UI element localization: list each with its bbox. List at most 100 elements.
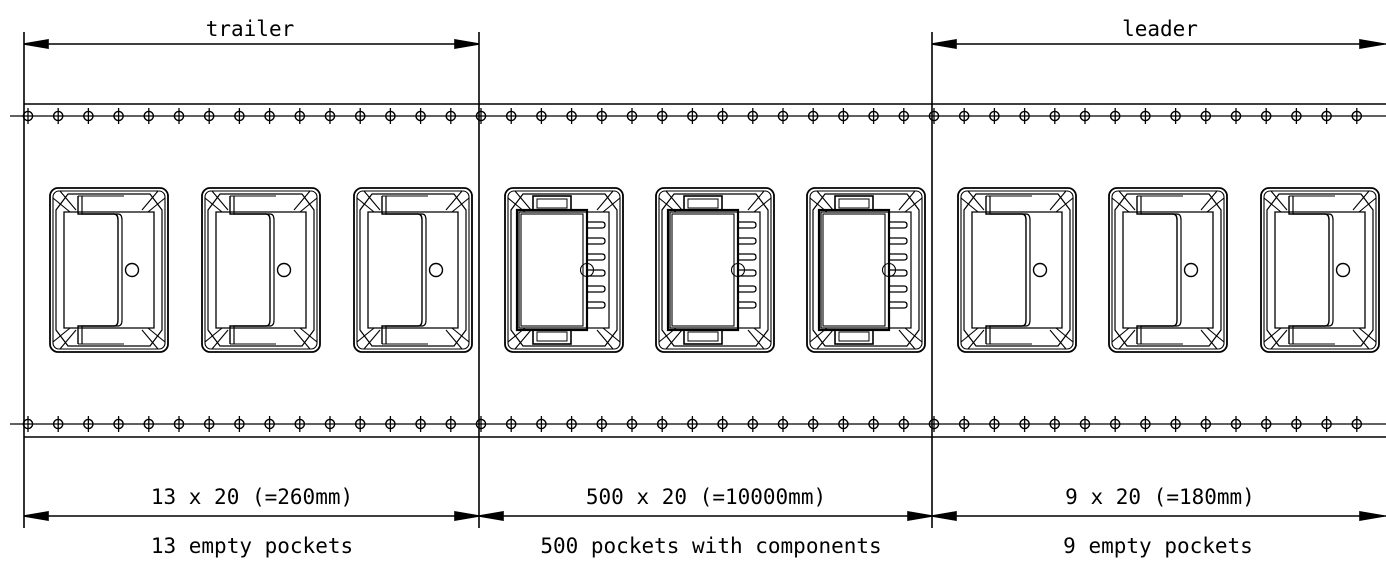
bottom-sprocket-hole <box>687 416 698 432</box>
top-sprocket-hole <box>777 108 789 124</box>
bottom-sprocket-hole <box>1200 416 1212 432</box>
bottom-sprocket-hole <box>475 416 487 432</box>
components-description: 500 pockets with components <box>540 534 881 558</box>
top-sprocket-hole <box>898 108 910 124</box>
bottom-sprocket-hole <box>868 416 879 432</box>
bottom-sprocket-hole <box>415 416 426 432</box>
bottom-sprocket-hole <box>83 416 94 432</box>
top-sprocket-hole <box>1351 108 1363 124</box>
empty-pocket <box>353 187 473 353</box>
trailer-pitch-formula: 13 x 20 (=260mm) <box>151 485 353 509</box>
top-sprocket-hole <box>868 108 879 124</box>
trailer-arrow-right <box>454 39 480 49</box>
pocket-with-component <box>806 187 926 353</box>
bottom-sprocket-hole <box>505 416 517 432</box>
bottom-sprocket-hole <box>173 416 185 432</box>
top-sprocket-hole <box>1049 108 1061 124</box>
top-sprocket-hole <box>173 108 185 124</box>
pockets <box>49 187 1380 353</box>
bottom-sprocket-hole <box>143 416 155 432</box>
bottom-sprocket-hole <box>1019 416 1030 432</box>
top-sprocket-hole <box>807 108 819 124</box>
empty-pocket <box>1260 187 1380 353</box>
bottom-sprocket-hole <box>989 416 1000 432</box>
bottom-sprocket-hole <box>1260 416 1272 432</box>
sprocket-holes-top <box>22 108 1363 124</box>
bottom-sprocket-hole <box>928 416 940 432</box>
bottom-sprocket-hole <box>234 416 245 432</box>
pocket-with-component <box>655 187 775 353</box>
top-sprocket-hole <box>385 108 396 124</box>
top-sprocket-hole <box>264 108 275 124</box>
top-sprocket-hole <box>354 108 366 124</box>
bottom-sprocket-hole <box>324 416 336 432</box>
top-sprocket-hole <box>22 108 34 124</box>
bottom-sprocket-hole <box>1140 416 1151 432</box>
bottom-arrow-1-left <box>23 511 49 521</box>
bottom-arrow-2-right <box>907 511 933 521</box>
top-sprocket-hole <box>1321 108 1332 124</box>
top-sprocket-hole <box>656 108 668 124</box>
bottom-sprocket-hole <box>656 416 668 432</box>
trailer-label: trailer <box>206 17 295 41</box>
bottom-sprocket-hole <box>113 416 124 432</box>
bottom-sprocket-hole <box>1109 416 1121 432</box>
trailer-arrow-left <box>23 39 49 49</box>
top-sprocket-hole <box>294 108 306 124</box>
top-sprocket-hole <box>1260 108 1272 124</box>
sprocket-holes-bottom <box>22 416 1363 432</box>
top-sprocket-hole <box>596 108 608 124</box>
bottom-sprocket-hole <box>777 416 789 432</box>
top-sprocket-hole <box>928 108 940 124</box>
top-sprocket-hole <box>958 108 970 124</box>
bottom-sprocket-hole <box>717 416 728 432</box>
top-sprocket-hole <box>1230 108 1242 124</box>
top-dimensions <box>23 39 1386 49</box>
empty-pocket <box>201 187 321 353</box>
leader-arrow-left <box>931 39 957 49</box>
top-sprocket-hole <box>566 108 577 124</box>
components-pitch-formula: 500 x 20 (=10000mm) <box>586 485 826 509</box>
bottom-sprocket-hole <box>385 416 396 432</box>
top-sprocket-hole <box>747 108 759 124</box>
bottom-arrow-1-right <box>454 511 480 521</box>
bottom-sprocket-hole <box>596 416 608 432</box>
bottom-sprocket-hole <box>958 416 970 432</box>
top-sprocket-hole <box>717 108 728 124</box>
bottom-sprocket-hole <box>1049 416 1061 432</box>
top-sprocket-hole <box>445 108 457 124</box>
bottom-sprocket-hole <box>1170 416 1181 432</box>
leader-arrow-right <box>1359 39 1385 49</box>
top-sprocket-hole <box>83 108 94 124</box>
top-sprocket-hole <box>1079 108 1091 124</box>
top-sprocket-hole <box>1291 108 1302 124</box>
bottom-sprocket-hole <box>1079 416 1091 432</box>
bottom-sprocket-hole <box>1291 416 1302 432</box>
pocket-with-component <box>504 187 624 353</box>
bottom-sprocket-hole <box>566 416 577 432</box>
top-sprocket-hole <box>415 108 426 124</box>
top-sprocket-hole <box>143 108 155 124</box>
bottom-sprocket-hole <box>898 416 910 432</box>
trailer-description: 13 empty pockets <box>151 534 353 558</box>
empty-pocket <box>957 187 1077 353</box>
top-sprocket-hole <box>1109 108 1121 124</box>
top-sprocket-hole <box>203 108 215 124</box>
top-sprocket-hole <box>505 108 517 124</box>
top-sprocket-hole <box>234 108 245 124</box>
bottom-arrow-3-right <box>1359 511 1385 521</box>
section-boundaries <box>23 32 933 528</box>
empty-pocket <box>49 187 169 353</box>
bottom-sprocket-hole <box>294 416 306 432</box>
top-sprocket-hole <box>1019 108 1030 124</box>
labels: trailer leader 13 x 20 (=260mm) 500 x 20… <box>151 17 1255 558</box>
bottom-sprocket-hole <box>838 416 849 432</box>
top-sprocket-hole <box>536 108 547 124</box>
top-sprocket-hole <box>989 108 1000 124</box>
top-sprocket-hole <box>475 108 487 124</box>
bottom-arrow-2-left <box>478 511 504 521</box>
bottom-arrow-3-left <box>931 511 957 521</box>
bottom-sprocket-hole <box>354 416 366 432</box>
